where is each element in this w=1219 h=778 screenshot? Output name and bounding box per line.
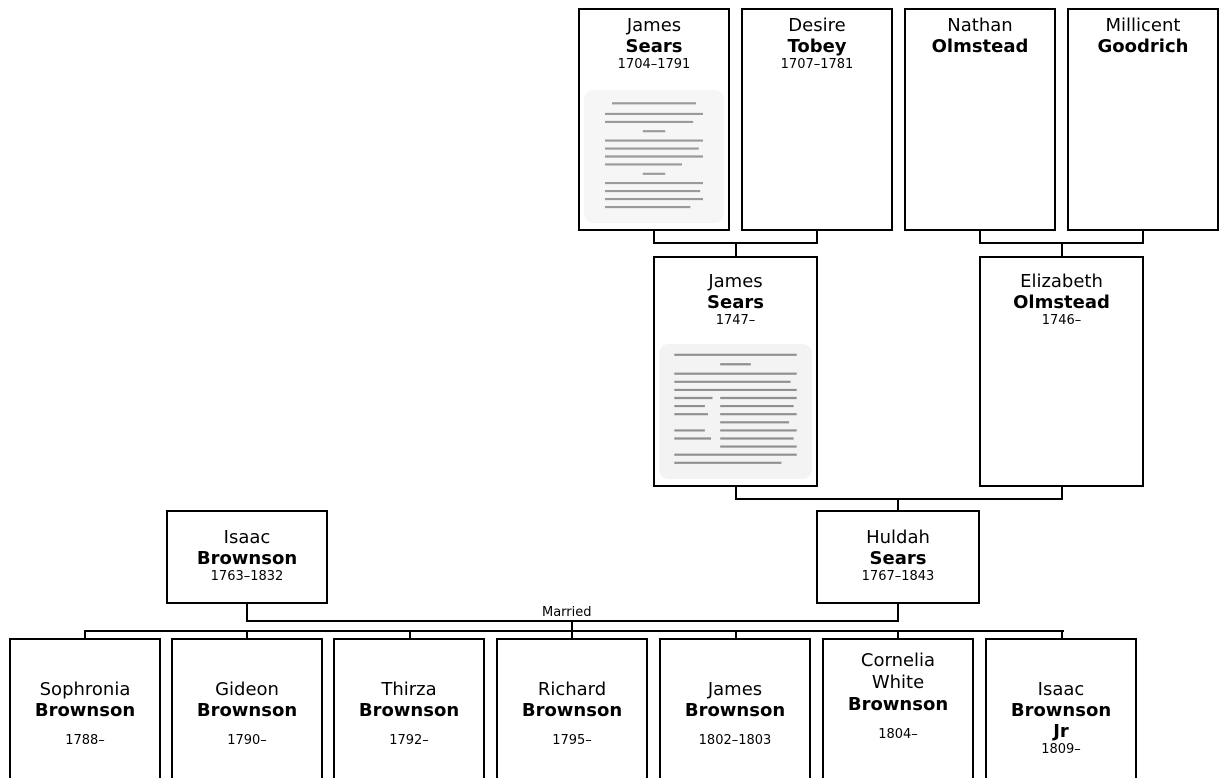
children-line bbox=[84, 630, 1064, 632]
person-card-millicent-goodrich[interactable]: Millicent Goodrich bbox=[1067, 8, 1219, 231]
child-card-cornelia-white-brownson[interactable]: Cornelia White Brownson 1804– bbox=[822, 638, 974, 778]
connector-line bbox=[246, 602, 248, 621]
surname: Sears bbox=[625, 36, 683, 57]
surname: Olmstead bbox=[931, 36, 1029, 57]
given-name: Cornelia White bbox=[860, 650, 936, 693]
connector-line bbox=[735, 485, 737, 499]
connector-line bbox=[897, 630, 899, 639]
person-card-huldah-sears[interactable]: Huldah Sears 1767–1843 bbox=[816, 510, 980, 604]
given-name: Elizabeth bbox=[1020, 271, 1103, 292]
connector-line bbox=[571, 630, 573, 639]
marriage-label: Married bbox=[539, 606, 595, 620]
surname: Tobey bbox=[787, 36, 847, 57]
person-card-james-sears-1747[interactable]: James Sears 1747– bbox=[653, 256, 818, 487]
document-thumbnail[interactable] bbox=[659, 344, 812, 479]
connector-line bbox=[1142, 229, 1144, 243]
connector-line bbox=[1061, 242, 1063, 257]
connector-line bbox=[979, 229, 981, 243]
given-name: Richard bbox=[537, 679, 607, 700]
surname: Olmstead bbox=[1013, 292, 1110, 313]
connector-line bbox=[735, 498, 1063, 500]
given-name: Huldah bbox=[866, 527, 930, 548]
life-dates: 1747– bbox=[715, 313, 756, 328]
given-name: Thirza bbox=[381, 679, 437, 700]
life-dates: 1804– bbox=[878, 727, 918, 742]
child-card-richard-brownson[interactable]: Richard Brownson 1795– bbox=[496, 638, 648, 778]
person-card-nathan-olmstead[interactable]: Nathan Olmstead bbox=[904, 8, 1056, 231]
child-card-james-brownson[interactable]: James Brownson 1802–1803 bbox=[659, 638, 811, 778]
surname: Brownson bbox=[196, 700, 298, 721]
child-card-thirza-brownson[interactable]: Thirza Brownson 1792– bbox=[333, 638, 485, 778]
connector-line bbox=[84, 630, 86, 639]
surname: Brownson bbox=[521, 700, 623, 721]
given-name: James bbox=[707, 679, 763, 700]
life-dates: 1809– bbox=[1041, 742, 1081, 757]
person-card-james-sears-1704[interactable]: James Sears 1704–1791 bbox=[578, 8, 730, 231]
connector-line bbox=[897, 498, 899, 511]
connector-line bbox=[816, 229, 818, 243]
child-card-sophronia-brownson[interactable]: Sophronia Brownson 1788– bbox=[9, 638, 161, 778]
connector-line bbox=[653, 229, 655, 243]
given-name: Isaac bbox=[1037, 679, 1085, 700]
life-dates: 1792– bbox=[389, 733, 429, 748]
given-name: James bbox=[708, 271, 763, 292]
life-dates: 1767–1843 bbox=[861, 569, 935, 584]
connector-line bbox=[897, 602, 899, 621]
connector-line bbox=[409, 630, 411, 639]
life-dates: 1704–1791 bbox=[617, 57, 691, 72]
given-name: Gideon bbox=[215, 679, 279, 700]
life-dates: 1795– bbox=[552, 733, 592, 748]
connector-line bbox=[1061, 485, 1063, 499]
surname: Brownson bbox=[358, 700, 460, 721]
connector-line bbox=[571, 620, 573, 631]
life-dates: 1707–1781 bbox=[780, 57, 854, 72]
person-card-elizabeth-olmstead[interactable]: Elizabeth Olmstead 1746– bbox=[979, 256, 1144, 487]
life-dates: 1788– bbox=[65, 733, 105, 748]
life-dates: 1802–1803 bbox=[698, 733, 772, 748]
given-name: Desire bbox=[788, 15, 846, 36]
surname: Sears bbox=[707, 292, 764, 313]
surname: Brownson bbox=[684, 700, 786, 721]
child-card-isaac-brownson-jr[interactable]: Isaac Brownson Jr 1809– bbox=[985, 638, 1137, 778]
connector-line bbox=[735, 630, 737, 639]
surname: Brownson bbox=[847, 694, 949, 715]
surname: Sears bbox=[869, 548, 927, 569]
person-card-isaac-brownson[interactable]: Isaac Brownson 1763–1832 bbox=[166, 510, 328, 604]
connector-line bbox=[246, 630, 248, 639]
life-dates: 1790– bbox=[227, 733, 267, 748]
connector-line bbox=[735, 242, 737, 257]
given-name: Millicent bbox=[1105, 15, 1181, 36]
surname: Brownson bbox=[196, 548, 298, 569]
connector-line bbox=[1061, 630, 1063, 639]
surname: Brownson Jr bbox=[1010, 700, 1112, 742]
life-dates: 1746– bbox=[1041, 313, 1082, 328]
given-name: Nathan bbox=[947, 15, 1013, 36]
document-thumbnail[interactable] bbox=[584, 90, 724, 223]
surname: Brownson bbox=[34, 700, 136, 721]
life-dates: 1763–1832 bbox=[210, 569, 284, 584]
given-name: James bbox=[626, 15, 682, 36]
person-card-desire-tobey[interactable]: Desire Tobey 1707–1781 bbox=[741, 8, 893, 231]
child-card-gideon-brownson[interactable]: Gideon Brownson 1790– bbox=[171, 638, 323, 778]
given-name: Sophronia bbox=[39, 679, 131, 700]
surname: Goodrich bbox=[1097, 36, 1189, 57]
given-name: Isaac bbox=[223, 527, 271, 548]
